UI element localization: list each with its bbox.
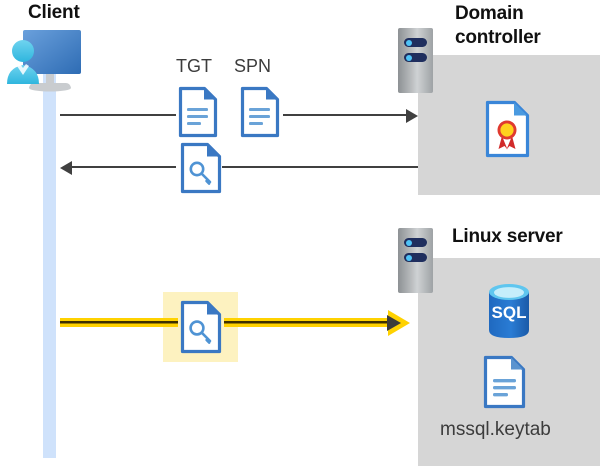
label-spn: SPN: [234, 56, 272, 76]
arrow-dc-to-client-segment-left: [71, 166, 176, 168]
arrowhead-client-to-dc: [406, 109, 418, 123]
rack-led-1: [404, 38, 427, 47]
document-with-key-icon-ticket: [180, 142, 222, 194]
certificate-document-icon: [485, 100, 531, 158]
client-icon: [6, 28, 94, 96]
document-icon-spn: [240, 86, 280, 138]
arrow-client-to-linux-segment-left: [60, 318, 178, 327]
domain-controller-title-line1: Domain: [455, 3, 524, 24]
page-title-linux-server: Linux server: [452, 226, 563, 247]
client-lifeline: [43, 60, 56, 458]
arrow-client-to-linux-segment-right: [224, 318, 391, 327]
server-rack-icon-linux: [398, 228, 433, 293]
arrow-client-to-dc-segment-left: [60, 114, 176, 116]
document-icon-tgt: [178, 86, 218, 138]
arrow-dc-to-client-segment-right: [222, 166, 418, 168]
svg-text:SQL: SQL: [492, 303, 527, 322]
domain-controller-title-line2: controller: [455, 27, 541, 48]
document-with-key-icon-highlighted: [180, 300, 222, 354]
rack-led-2: [404, 53, 427, 62]
server-rack-icon-domain-controller: [398, 28, 433, 93]
rack-led-2: [404, 253, 427, 262]
page-title-domain-controller: Domain controller: [455, 2, 595, 50]
arrowhead-dc-to-client: [60, 161, 72, 175]
rack-led-1: [404, 238, 427, 247]
arrow-client-to-dc-segment-right: [283, 114, 408, 116]
label-tgt: TGT: [176, 56, 212, 76]
label-keytab-filename: mssql.keytab: [440, 419, 551, 440]
sql-database-icon: SQL: [483, 282, 535, 340]
page-title-client: Client: [28, 2, 80, 23]
document-icon-keytab: [483, 355, 527, 409]
arrowhead-client-to-linux-core: [387, 314, 401, 331]
